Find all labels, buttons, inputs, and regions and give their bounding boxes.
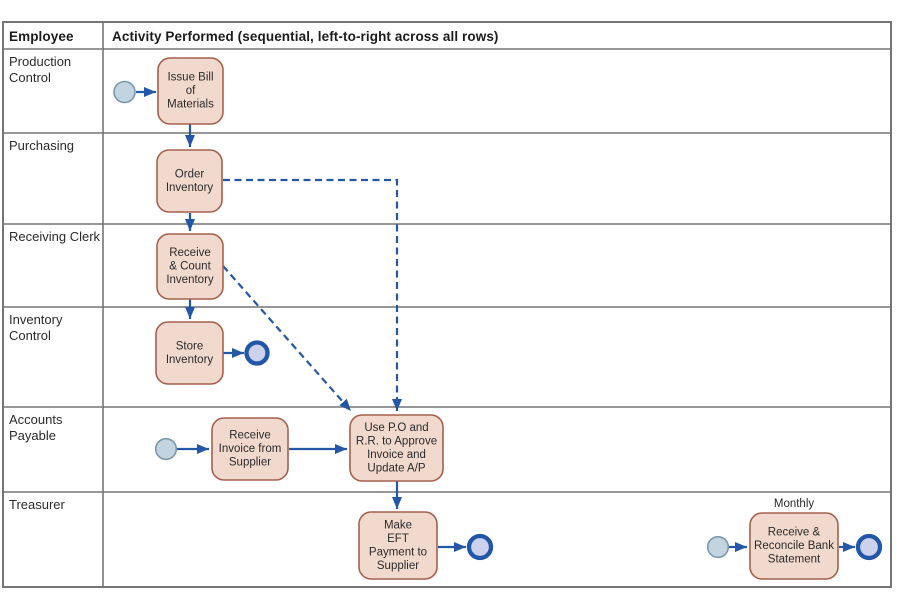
- task-receive-invoice-from-supplier: [211, 417, 289, 481]
- end-event-eft-payment-end: [466, 533, 494, 561]
- flow-receive-count-to-use-po-dashed: [222, 265, 352, 412]
- lane-label-receiving-clerk: Receiving Clerk: [9, 229, 101, 244]
- monthly-label: Monthly: [774, 498, 815, 510]
- task-use-po-rr-approve-invoice-update-ap: [349, 414, 444, 482]
- task-receive-reconcile-bank-statement: [749, 512, 839, 580]
- end-event-reconcile-end: [855, 533, 883, 561]
- activity-column-header: Activity Performed (sequential, left-to-…: [112, 29, 499, 44]
- lane-label-treasurer: Treasurer: [9, 497, 66, 512]
- task-store-inventory: [155, 321, 224, 385]
- end-event-store-inventory-end: [244, 340, 270, 366]
- lane-label-purchasing: Purchasing: [9, 138, 74, 153]
- task-issue-bill-of-materials: [157, 57, 224, 125]
- start-event-accounts-payable-start: [154, 437, 178, 461]
- start-event-treasurer-monthly-start: [706, 535, 730, 559]
- task-make-eft-payment-to-supplier: [358, 511, 438, 580]
- start-event-production-start: [113, 80, 136, 104]
- task-receive-count-inventory: [156, 233, 224, 300]
- flow-order-inventory-to-use-po-dashed: [223, 178, 402, 411]
- task-order-inventory: [156, 149, 223, 213]
- swimlane-table-border: [2, 21, 892, 588]
- employee-column-header: Employee: [9, 29, 74, 44]
